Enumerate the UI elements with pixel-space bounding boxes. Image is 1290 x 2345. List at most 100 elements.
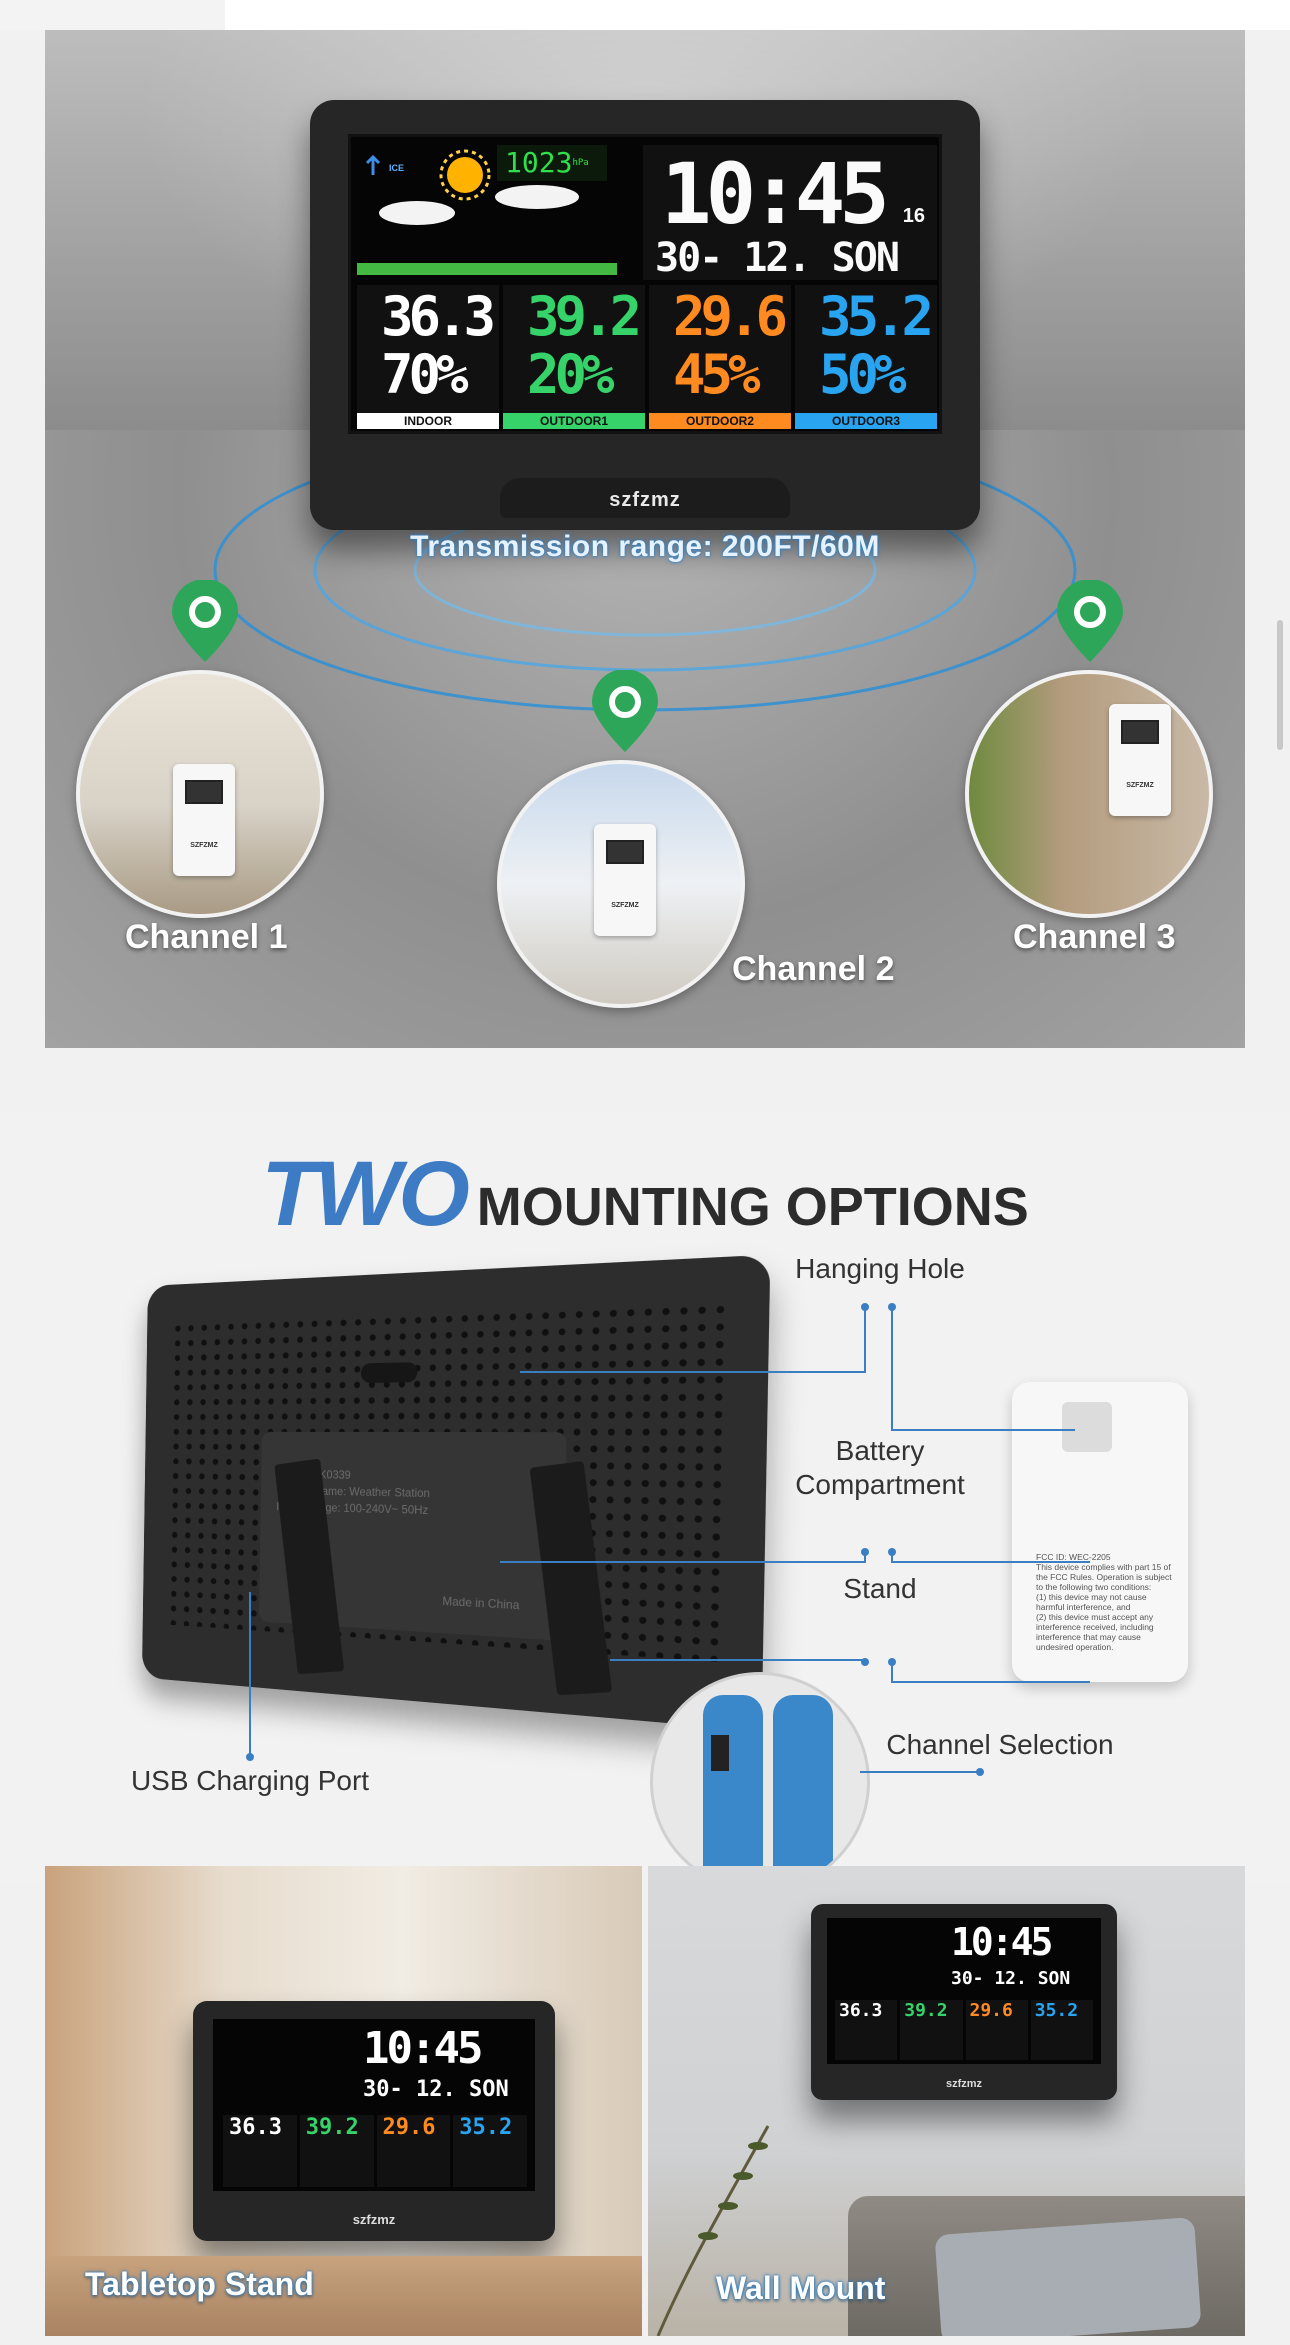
display-screen: 10:45 30- 12. SON 36.3 39.2 29.6 35.2: [827, 1918, 1101, 2064]
cell-label: OUTDOOR2: [649, 413, 791, 429]
sensor-cells: 36.3 39.2 29.6 35.2: [223, 2115, 527, 2187]
callout-channel-selection: Channel Selection: [886, 1729, 1114, 1760]
cell-humidity: 45%: [673, 343, 761, 406]
battery-image: [773, 1695, 833, 1889]
weather-forecast-area: [357, 149, 617, 275]
channel1-label: Channel 1: [125, 918, 288, 956]
cell-temp: 29.6: [965, 2000, 1028, 2060]
brand-logo: szfzmz: [945, 2078, 983, 2090]
cell-label: INDOOR: [357, 413, 499, 429]
tabletop-stand-photo: 10:45 30- 12. SON 36.3 39.2 29.6 35.2 sz…: [45, 1866, 642, 2336]
channel1-photo: SZFZMZ: [76, 670, 324, 918]
cell-temp: 35.2: [453, 2115, 527, 2187]
clock-time: 10:45: [951, 1920, 1053, 1964]
battery-image: [703, 1695, 763, 1889]
channel3-photo: SZFZMZ: [965, 670, 1213, 918]
fcc-text: FCC ID: WEC-2205 This device complies wi…: [1036, 1552, 1172, 1652]
clock-date: 30- 12. SON: [363, 2077, 509, 2102]
wall-mount-photo: 10:45 30- 12. SON 36.3 39.2 29.6 35.2 sz…: [648, 1866, 1245, 2336]
cell-outdoor2: 29.6 45% OUTDOOR2: [649, 285, 791, 429]
table-surface: [45, 2256, 642, 2336]
weather-station-display: 1023hPa ICE 10:45 16 30- 12. SON 36.3 70…: [310, 100, 980, 530]
title-highlight: TWO: [261, 1143, 470, 1245]
location-pin-icon: [1057, 580, 1123, 662]
sun-icon: [439, 149, 491, 201]
top-bar: [0, 0, 1290, 30]
sensor-logo: SZFZMZ: [611, 902, 639, 909]
channel-switch: [711, 1735, 729, 1771]
cell-temp: 36.3: [223, 2115, 297, 2187]
cell-temp: 39.2: [900, 2000, 963, 2060]
clock-time: 10:45: [661, 145, 890, 243]
sensor-image: SZFZMZ: [1109, 704, 1171, 816]
callout-stand: Stand: [843, 1573, 917, 1604]
callout-usb-port: USB Charging Port: [130, 1765, 370, 1796]
ice-label: ICE: [389, 163, 405, 173]
scrollbar-thumb[interactable]: [1277, 620, 1283, 750]
clock-date: 30- 12. SON: [951, 1968, 1071, 1989]
clock-time: 10:45: [363, 2023, 483, 2074]
cell-label: OUTDOOR1: [503, 413, 645, 429]
weather-station-display: 10:45 30- 12. SON 36.3 39.2 29.6 35.2 sz…: [193, 2001, 555, 2241]
sensor-lcd: [606, 840, 644, 864]
brand-bar: [500, 478, 790, 518]
callout-battery-line2: Compartment: [795, 1469, 965, 1500]
pressure-readout: 1023hPa: [497, 145, 607, 181]
tabletop-stand-label: Tabletop Stand: [85, 2266, 314, 2302]
grass-icon: [357, 263, 617, 275]
cell-outdoor1: 39.2 20% OUTDOOR1: [503, 285, 645, 429]
sensor-cells: 36.3 39.2 29.6 35.2: [835, 2000, 1093, 2060]
callout-battery-line1: Battery: [835, 1435, 925, 1466]
cell-temp: 39.2: [527, 285, 642, 348]
sensor-lcd: [185, 780, 223, 804]
sensor-cells: 36.3 70% INDOOR 39.2 20% OUTDOOR1 29.6 4…: [357, 285, 937, 429]
cell-humidity: 20%: [527, 343, 615, 406]
clock-date: 30- 12. SON: [655, 235, 900, 281]
cell-label: OUTDOOR3: [795, 413, 937, 429]
cell-temp: 39.2: [299, 2115, 374, 2187]
callout-hanging-hole: Hanging Hole: [795, 1253, 965, 1284]
top-bar-tab: [0, 0, 225, 30]
sensor-hanging-hole: [1062, 1402, 1112, 1452]
sensor-back-view: FCC ID: WEC-2205 This device complies wi…: [1012, 1382, 1188, 1682]
clock-panel: 10:45 16 30- 12. SON: [643, 145, 937, 281]
brand-logo: szfzmz: [352, 2212, 396, 2227]
cloud-icon: [379, 185, 579, 225]
sensor-logo: SZFZMZ: [190, 842, 218, 849]
channel2-label: Channel 2: [732, 950, 895, 988]
cell-temp: 35.2: [819, 285, 934, 348]
channel3-label: Channel 3: [1013, 918, 1176, 956]
weather-station-display: 10:45 30- 12. SON 36.3 39.2 29.6 35.2 sz…: [811, 1904, 1117, 2100]
cell-temp: 35.2: [1030, 2000, 1093, 2060]
sensor-lcd: [1121, 720, 1159, 744]
display-screen: 10:45 30- 12. SON 36.3 39.2 29.6 35.2: [213, 2019, 535, 2191]
transmission-range-label: Transmission range: 200FT/60M: [410, 530, 880, 563]
pillow: [934, 2217, 1202, 2336]
plant-icon: [656, 2125, 770, 2336]
channel-switch-zoom: [650, 1672, 870, 1892]
cell-humidity: 70%: [381, 343, 469, 406]
sensor-image: SZFZMZ: [594, 824, 656, 936]
arrow-up-icon: [365, 154, 381, 175]
channel2-photo: SZFZMZ: [497, 760, 745, 1008]
location-pin-icon: [592, 670, 658, 752]
clock-seconds: 16: [902, 205, 925, 227]
callout-lines: [246, 1303, 1090, 1776]
transmission-range-section: 1023hPa ICE 10:45 16 30- 12. SON 36.3 70…: [45, 30, 1245, 1048]
wall-mount-label: Wall Mount: [716, 2270, 886, 2306]
cell-temp: 29.6: [376, 2115, 451, 2187]
cell-temp: 36.3: [381, 285, 496, 348]
brand-logo: szfzmz: [609, 489, 681, 511]
sensor-logo: SZFZMZ: [1126, 782, 1154, 789]
cell-temp: 36.3: [835, 2000, 898, 2060]
title-rest: MOUNTING OPTIONS: [476, 1177, 1029, 1237]
cell-humidity: 50%: [819, 343, 907, 406]
display-screen: 1023hPa ICE 10:45 16 30- 12. SON 36.3 70…: [348, 134, 942, 434]
location-pin-icon: [172, 580, 238, 662]
callout-battery: Battery Compartment: [780, 1434, 980, 1502]
cell-outdoor3: 35.2 50% OUTDOOR3: [795, 285, 937, 429]
cell-temp: 29.6: [673, 285, 788, 348]
sensor-image: SZFZMZ: [173, 764, 235, 876]
